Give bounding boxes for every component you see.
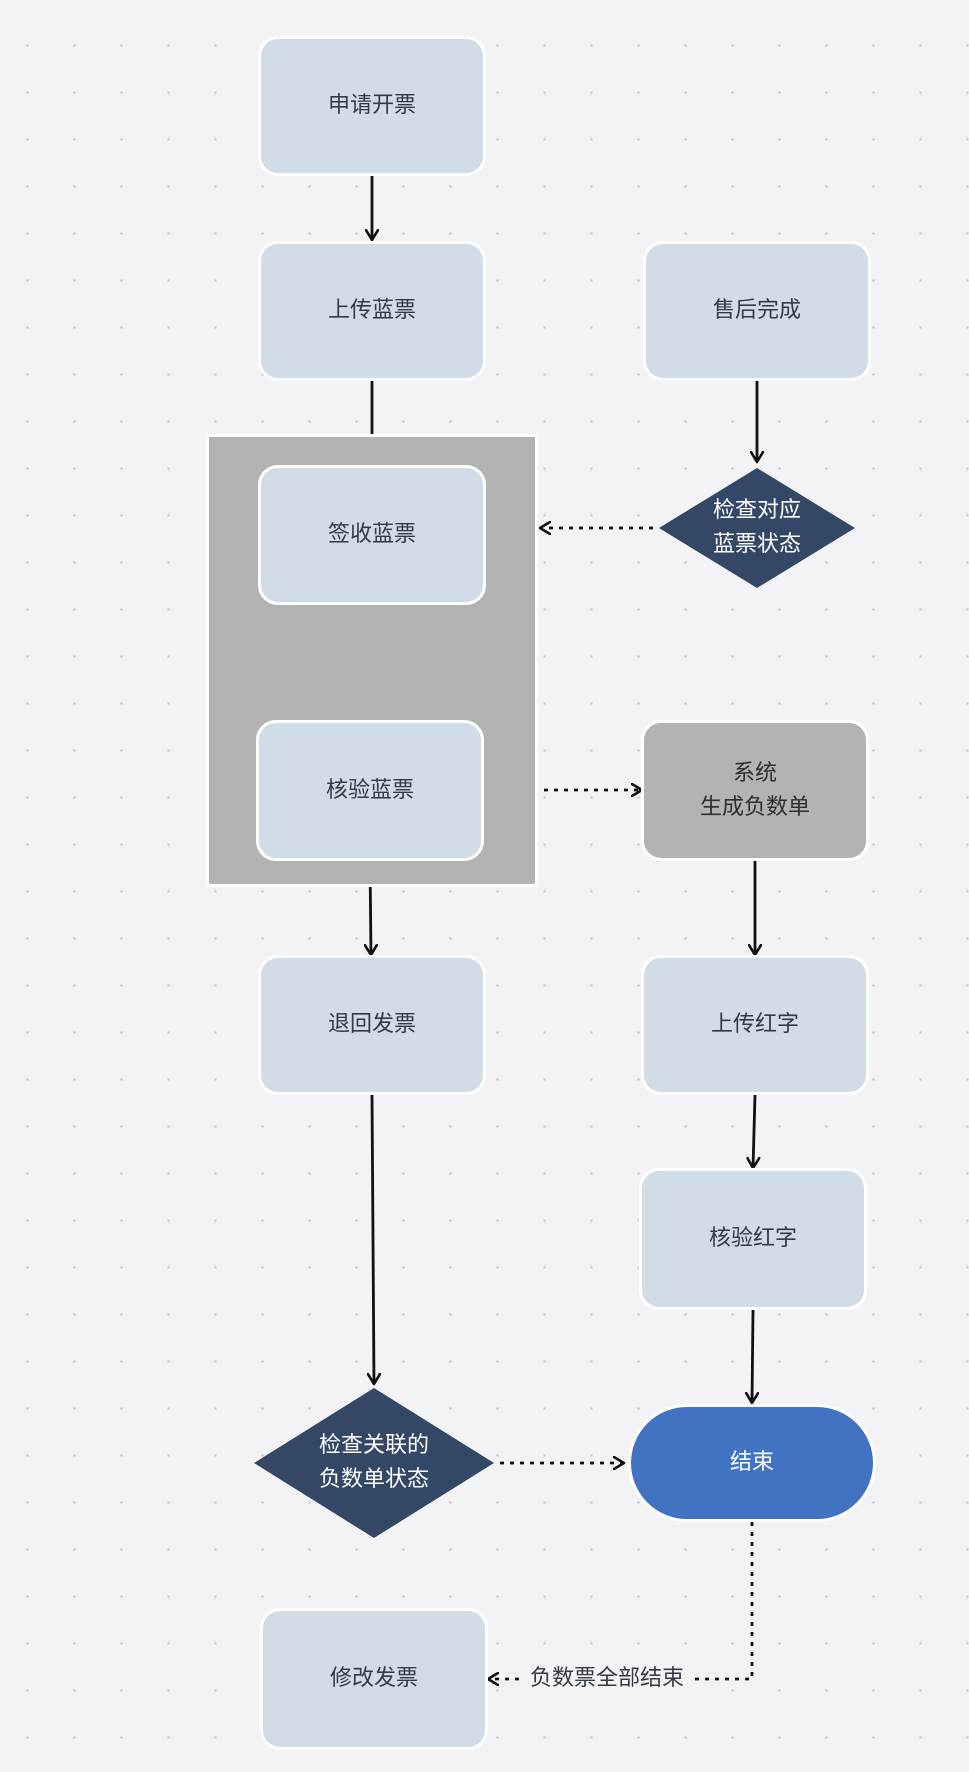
node-after-sales-done[interactable]: 售后完成 xyxy=(643,241,871,381)
node-end[interactable]: 结束 xyxy=(628,1404,876,1522)
decision-label: 检查对应 蓝票状态 xyxy=(712,498,801,557)
node-sign-blue[interactable]: 签收蓝票 xyxy=(258,465,486,605)
decision-check-blue-status[interactable]: 检查对应 蓝票状态 xyxy=(659,468,855,588)
edge-verify-red-to-end xyxy=(752,1309,753,1403)
node-system-generate[interactable]: 系统 生成负数单 xyxy=(641,720,869,861)
decision-check-negative-status[interactable]: 检查关联的 负数单状态 xyxy=(254,1388,494,1538)
edge-upload-red-to-verify-red xyxy=(753,1094,755,1168)
node-return-invoice[interactable]: 退回发票 xyxy=(258,955,486,1095)
diamond-shape xyxy=(659,468,855,588)
edge-label-negative-all-ended: 负数票全部结束 xyxy=(524,1664,691,1694)
decision-label: 检查关联的 负数单状态 xyxy=(318,1433,429,1492)
edge-return-to-check-negative xyxy=(372,1094,374,1384)
node-verify-red[interactable]: 核验红字 xyxy=(639,1168,867,1310)
node-verify-blue[interactable]: 核验蓝票 xyxy=(256,720,484,861)
node-upload-blue[interactable]: 上传蓝票 xyxy=(258,241,486,381)
node-modify-invoice[interactable]: 修改发票 xyxy=(260,1608,488,1750)
edge-end-to-modify xyxy=(488,1522,754,1679)
node-apply-invoice[interactable]: 申请开票 xyxy=(258,36,486,176)
node-upload-red[interactable]: 上传红字 xyxy=(641,955,869,1095)
diamond-shape xyxy=(254,1388,494,1538)
